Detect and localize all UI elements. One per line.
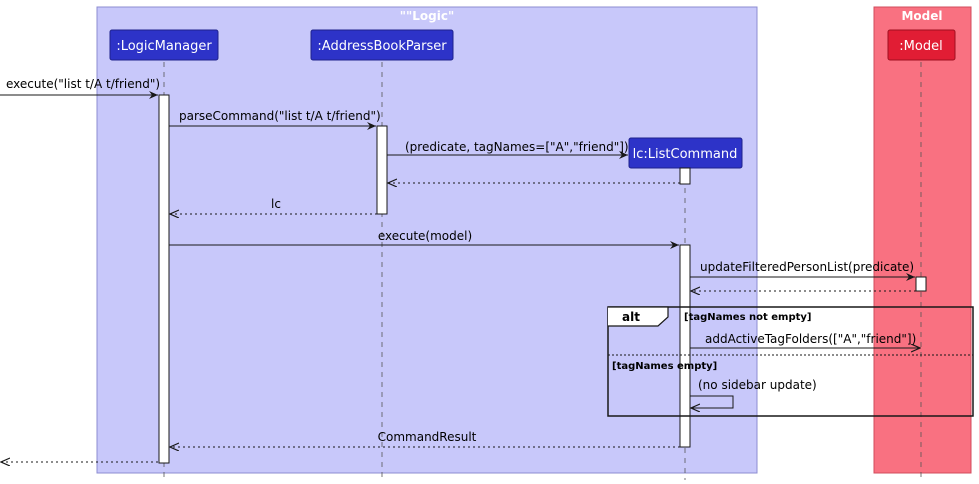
participant-logic-manager: :LogicManager [109,29,219,61]
participant-list-command-label: lc:ListCommand [633,147,738,162]
alt-guard-not-empty: [tagNames not empty] [684,312,812,323]
model-box-title: Model [901,9,942,23]
activation-model [915,276,927,292]
msg-update-filtered-label: updateFilteredPersonList(predicate) [700,260,914,274]
msg-return-lc-label: lc [271,197,281,211]
participant-model: :Model [887,29,956,61]
msg-create-list-command-label: (predicate, tagNames=["A","friend"]) [405,140,629,154]
alt-label: alt [622,310,640,324]
msg-parse-command-label: parseCommand("list t/A t/friend") [179,109,381,123]
logic-box [96,6,758,474]
participant-model-label: :Model [899,39,942,54]
logic-box-title: ""Logic" [400,9,454,23]
activation-parser [376,125,388,215]
participant-logic-manager-label: :LogicManager [116,39,212,54]
participant-parser-label: :AddressBookParser [317,39,447,54]
activation-list-command-1 [679,167,691,185]
alt-guard-empty: [tagNames empty] [612,361,717,372]
msg-add-active-tag-folders-label: addActiveTagFolders(["A","friend"]) [705,332,916,346]
alt-fragment: alt [tagNames not empty] [tagNames empty… [607,306,974,417]
model-box [873,6,972,474]
msg-no-sidebar-update-arrow [690,395,734,408]
msg-no-sidebar-update-label: (no sidebar update) [698,378,817,392]
activation-logic-manager [158,94,170,464]
msg-execute-model-label: execute(model) [378,229,472,243]
msg-execute-list-label: execute("list t/A t/friend") [6,77,160,91]
participant-list-command: lc:ListCommand [628,137,743,169]
activation-list-command-2 [679,244,691,448]
participant-parser: :AddressBookParser [310,29,454,61]
msg-command-result-label: CommandResult [378,430,477,444]
